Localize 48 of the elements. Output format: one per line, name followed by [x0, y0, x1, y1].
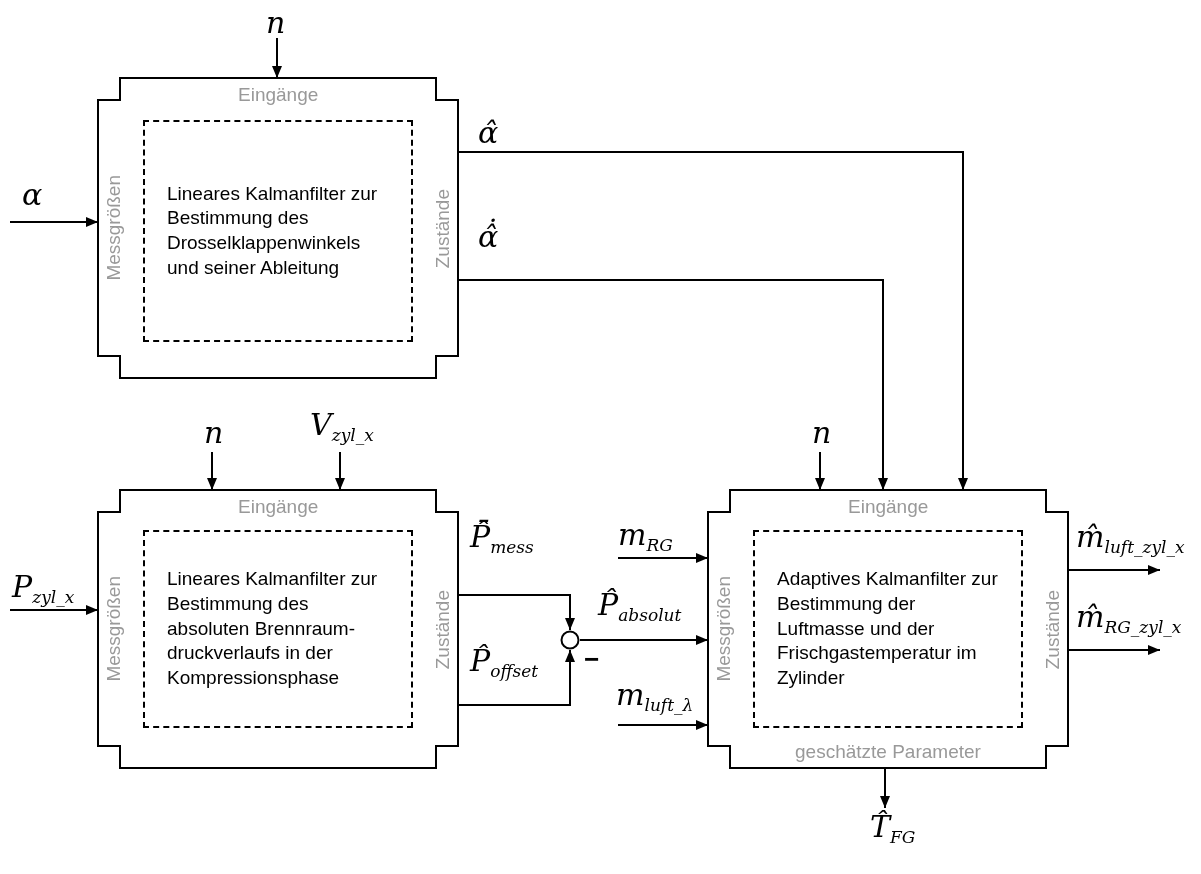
- signal-arrow: [815, 451, 825, 491]
- port-label: Eingänge: [238, 85, 319, 104]
- signal-label: m$_{RG}$: [618, 520, 673, 554]
- signal-arrow: [617, 720, 709, 730]
- signal-arrow: [457, 279, 888, 491]
- port-label: Zustände: [1043, 589, 1062, 669]
- port-label: Messgrößen: [104, 576, 123, 682]
- signal-label: α: [22, 180, 43, 210]
- signal-label: n: [266, 8, 286, 38]
- signal-label: P̂$_{absolut}$: [598, 590, 682, 624]
- summing-junction: [560, 630, 580, 650]
- signal-arrow: [335, 451, 345, 491]
- minus-sign: −: [584, 646, 600, 672]
- signal-label: m$_{luft_λ}$: [616, 680, 694, 714]
- signal-label: n: [812, 418, 832, 448]
- signal-label: P̂$_{offset}$: [470, 646, 539, 680]
- filter-block: [708, 490, 1068, 768]
- port-label: Zustände: [433, 589, 452, 669]
- signal-arrow: [457, 594, 575, 631]
- filter-box: Lineares Kalmanfilter zur Bestimmung des absoluten Brennraum-druckverlaufs in der Kompressionsphase: [143, 530, 413, 728]
- filter-box: Lineares Kalmanfilter zur Bestimmung des Drosselklappenwinkels und seiner Ableitung: [143, 120, 413, 342]
- filter-block: [98, 78, 458, 378]
- filter-box: Adaptives Kalmanfilter zur Bestimmung der Luftmasse und der Frischgastemperatur im Zylinder: [753, 530, 1023, 728]
- signal-arrow: [617, 553, 709, 563]
- signal-label: m̂$_{RG_zyl_x}$: [1076, 602, 1182, 636]
- signal-arrow: [9, 605, 99, 615]
- port-label: Zustände: [433, 188, 452, 268]
- signal-label: m̂$_{luft_zyl_x}$: [1076, 522, 1185, 556]
- signal-label: n: [204, 418, 224, 448]
- signal-arrow: [272, 37, 282, 79]
- signal-arrow: [579, 635, 709, 645]
- signal-arrow: [457, 151, 968, 491]
- signal-arrow: [207, 451, 217, 491]
- signal-arrow: [457, 649, 575, 706]
- signal-label: T̂$_{FG}$: [870, 812, 916, 846]
- port-label: Eingänge: [238, 497, 319, 516]
- signal-label: α̂: [478, 118, 499, 148]
- signal-label: V$_{zyl_x}$: [310, 410, 374, 444]
- filter-block: [98, 490, 458, 768]
- signal-arrow: [880, 767, 890, 809]
- port-label: Messgrößen: [104, 175, 123, 281]
- signal-label: P$_{zyl_x}$: [12, 572, 75, 606]
- signal-arrow: [1067, 645, 1161, 655]
- signal-arrow: [9, 217, 99, 227]
- port-label: Eingänge: [848, 497, 929, 516]
- port-label: geschätzte Parameter: [795, 742, 981, 761]
- port-label: Messgrößen: [714, 576, 733, 682]
- signal-arrow: [1067, 565, 1161, 575]
